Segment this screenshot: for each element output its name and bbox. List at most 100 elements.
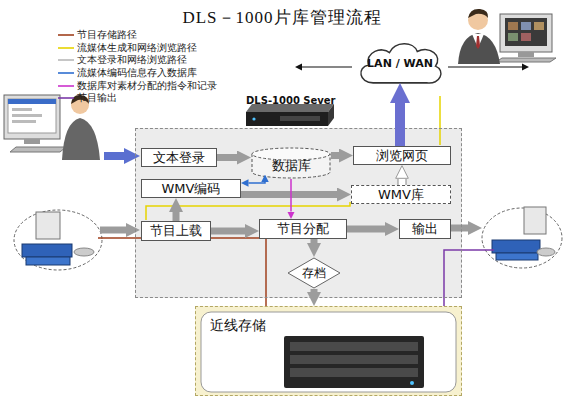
- network-cloud: LAN / WAN: [354, 40, 446, 86]
- flow-arrow: [331, 152, 339, 159]
- process-box: 浏览网页: [353, 146, 451, 165]
- deck-device: [26, 257, 70, 265]
- node-label: 近线存储: [210, 317, 266, 335]
- legend-text: 文本登录和网络浏览路径: [77, 53, 187, 67]
- legend-row: 数据库对素材分配的指令和记录: [58, 79, 217, 92]
- node-label: 输出: [412, 220, 438, 238]
- storage-bay: [290, 355, 418, 364]
- legend-line: [58, 85, 74, 87]
- input-arrow: [104, 152, 124, 160]
- node-label: DLS-1000 Sever: [246, 95, 336, 106]
- connector-outline: [398, 179, 407, 185]
- operator-left: [4, 95, 100, 160]
- tower-device: [524, 207, 546, 234]
- legend-swatch: [58, 82, 74, 90]
- legend-line: [58, 72, 74, 74]
- node-label: 浏览网页: [376, 147, 428, 165]
- storage-region: 近线存储: [195, 306, 462, 396]
- node-label: WMV库: [378, 186, 424, 204]
- legend-swatch: [58, 31, 74, 39]
- node-label: LAN / WAN: [367, 57, 433, 70]
- legend-row: 节目存储路径: [58, 29, 217, 42]
- diagram-title: DLS－1000片库管理流程: [0, 6, 564, 29]
- window-field: [12, 120, 36, 123]
- status-led: [252, 117, 255, 120]
- source-devices: [14, 210, 102, 270]
- flow-arrow: [217, 154, 237, 161]
- tower-device: [36, 212, 60, 239]
- monitor: [4, 95, 60, 139]
- server-bay: [280, 116, 320, 121]
- thumbnail: [521, 33, 531, 41]
- storage-chassis: [284, 336, 424, 388]
- process-box: 节目上载: [141, 221, 211, 241]
- node-label: 节目分配: [277, 220, 329, 238]
- thumbnail: [534, 22, 544, 30]
- person-body: [62, 118, 100, 160]
- flow-arrow: [249, 182, 266, 183]
- flow-arrow: [241, 191, 337, 198]
- connectors: [176, 103, 402, 292]
- status-led: [410, 381, 414, 385]
- legend-row: 文本登录和网络浏览路径: [58, 54, 217, 67]
- storage-bay: [290, 342, 418, 351]
- legend-text: 节目存储路径: [77, 28, 137, 42]
- legend-text: 流媒体编码信息存入数据库: [77, 66, 197, 80]
- process-box: 文本登录: [141, 148, 217, 167]
- output-devices: [482, 207, 562, 268]
- legend-swatch: [58, 56, 74, 64]
- keyboard: [496, 58, 556, 62]
- person-shirt: [472, 34, 484, 48]
- process-box: WMV编码: [141, 179, 241, 198]
- node-label: 数据库: [272, 151, 311, 175]
- server-region: DLS-1000 Sever文本登录数据库浏览网页WMV编码WMV库节目上载节目…: [135, 128, 462, 298]
- person-hair: [468, 9, 488, 18]
- flow-arrow: [211, 228, 245, 235]
- disc: [537, 248, 555, 256]
- server-front: [246, 112, 328, 126]
- legend-line: [58, 97, 74, 99]
- legend-row: 流媒体编码信息存入数据库: [58, 67, 217, 80]
- server-region-fill: [135, 128, 462, 298]
- keyboard: [10, 147, 66, 152]
- disc: [74, 248, 94, 256]
- flow-arrow: [347, 226, 385, 233]
- diamond-shape: [288, 258, 340, 288]
- output-arrow: [450, 225, 468, 232]
- monitor: [500, 14, 552, 52]
- node-label: 存档: [302, 265, 326, 282]
- thumbnail: [521, 22, 531, 30]
- thumbnail: [508, 33, 518, 41]
- deck-device: [492, 240, 540, 253]
- server-device: [246, 104, 334, 126]
- storage-inner-panel: [201, 312, 456, 392]
- person-tie: [476, 36, 480, 49]
- streaming-path-line: [146, 202, 350, 220]
- operator-top-right: [458, 9, 556, 64]
- process-box: 输出: [399, 219, 451, 239]
- legend-line: [58, 34, 74, 36]
- device-group-outline: [482, 208, 562, 268]
- node-label: WMV编码: [162, 180, 221, 198]
- flow-arrow: [173, 212, 180, 221]
- storage-bay: [290, 368, 418, 377]
- streaming-path-line: [439, 96, 441, 145]
- flow-arrow: [395, 103, 405, 146]
- monitor-screen: [505, 18, 547, 46]
- thumbnail: [508, 22, 518, 30]
- legend-text: 流媒体生成和网络浏览路径: [77, 41, 197, 55]
- database-cylinder: 数据库: [251, 147, 331, 179]
- person-body: [458, 33, 500, 64]
- process-box: 节目分配: [259, 219, 347, 239]
- connector-outlines: [402, 179, 403, 185]
- window-field: [12, 108, 32, 111]
- legend-text: 节目输出: [77, 91, 117, 105]
- network-arrow: [302, 66, 352, 67]
- flow-arrow: [290, 179, 292, 212]
- deck-device: [22, 244, 72, 257]
- deck-device: [496, 253, 538, 260]
- legend-line: [58, 60, 74, 62]
